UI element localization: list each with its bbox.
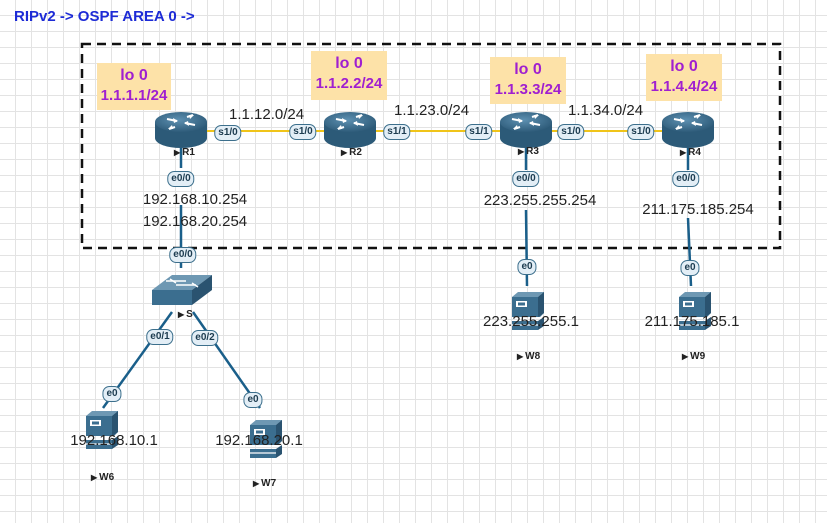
subnet-r3-r4: 1.1.34.0/24 xyxy=(568,102,644,119)
loopback-r1: lo 0 1.1.1.1/24 xyxy=(97,63,171,110)
port-w7-e0: e0 xyxy=(243,392,263,408)
loopback-r1-address: 1.1.1.1/24 xyxy=(100,87,168,104)
loopback-r2: lo 0 1.1.2.2/24 xyxy=(311,51,387,100)
port-r1-s10: s1/0 xyxy=(214,125,242,141)
loopback-r2-name: lo 0 xyxy=(335,55,363,72)
switch-s-icon[interactable] xyxy=(152,275,212,305)
router-r2-label: ▶R2 xyxy=(341,147,362,158)
host-w9-label: ▶W9 xyxy=(682,351,706,362)
port-r4-e00: e0/0 xyxy=(672,171,700,187)
gateway-r3: 223.255.255.254 xyxy=(483,192,597,209)
port-switch-e01: e0/1 xyxy=(146,329,174,345)
ospf-area-border xyxy=(80,42,782,250)
host-w7-ip: 192.168.20.1 xyxy=(215,432,303,449)
port-r3-e00: e0/0 xyxy=(512,171,540,187)
port-w9-e0: e0 xyxy=(680,260,700,276)
loopback-r4-address: 1.1.4.4/24 xyxy=(650,78,718,95)
router-r4-icon[interactable] xyxy=(661,111,715,149)
host-w9-ip: 211.175.185.1 xyxy=(644,313,740,330)
port-r3-s10: s1/0 xyxy=(557,124,585,140)
loopback-r1-name: lo 0 xyxy=(120,67,148,84)
host-w6-label: ▶W6 xyxy=(91,472,115,483)
router-r2-icon[interactable] xyxy=(323,111,377,149)
gateway-r4: 211.175.185.254 xyxy=(642,201,754,218)
port-r2-s10: s1/0 xyxy=(289,124,317,140)
port-r1-e00: e0/0 xyxy=(167,171,195,187)
diagram-title: RIPv2 -> OSPF AREA 0 -> xyxy=(14,8,195,25)
host-w7-label: ▶W7 xyxy=(253,478,277,489)
gateway-r1-a: 192.168.10.254 xyxy=(142,191,248,208)
subnet-r1-r2: 1.1.12.0/24 xyxy=(229,106,305,123)
host-w6-ip: 192.168.10.1 xyxy=(70,432,158,449)
loopback-r2-address: 1.1.2.2/24 xyxy=(315,75,383,92)
port-w6-e0: e0 xyxy=(102,386,122,402)
port-w8-e0: e0 xyxy=(517,259,537,275)
port-r2-s11: s1/1 xyxy=(383,124,411,140)
loopback-r4: lo 0 1.1.4.4/24 xyxy=(646,54,722,101)
router-r3-icon[interactable] xyxy=(499,111,553,149)
port-r4-s10: s1/0 xyxy=(627,124,655,140)
loopback-r4-name: lo 0 xyxy=(670,58,698,75)
loopback-r3-name: lo 0 xyxy=(514,61,542,78)
loopback-r3: lo 0 1.1.3.3/24 xyxy=(490,57,566,104)
host-w8-ip: 223.255.255.1 xyxy=(483,313,579,330)
gateway-r1-b: 192.168.20.254 xyxy=(142,213,248,230)
router-r1-icon[interactable] xyxy=(154,111,208,149)
port-switch-e00: e0/0 xyxy=(169,247,197,263)
router-r4-label: ▶R4 xyxy=(680,147,701,158)
router-r3-label: ▶R3 xyxy=(518,146,539,157)
port-r3-s11: s1/1 xyxy=(465,124,493,140)
host-w8-label: ▶W8 xyxy=(517,351,541,362)
router-r1-label: ▶R1 xyxy=(174,147,195,158)
switch-s-label: ▶S xyxy=(178,309,193,320)
port-switch-e02: e0/2 xyxy=(191,330,219,346)
subnet-r2-r3: 1.1.23.0/24 xyxy=(394,102,470,119)
loopback-r3-address: 1.1.3.3/24 xyxy=(494,81,562,98)
